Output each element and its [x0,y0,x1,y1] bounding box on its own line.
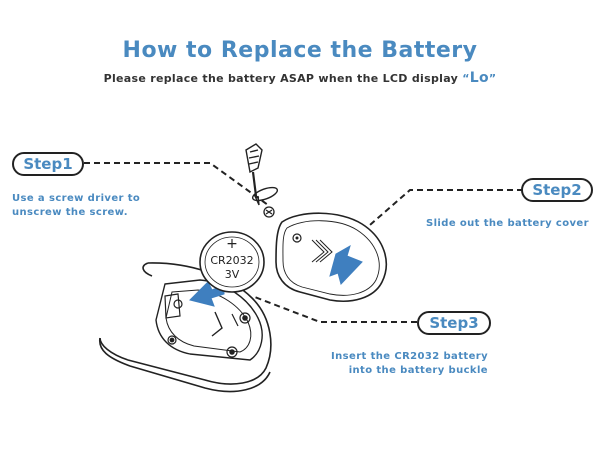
step2-text: Slide out the battery cover [426,217,589,231]
page-title: How to Replace the Battery [122,38,478,63]
battery-coin [199,231,265,293]
insert-arrow-icon [189,281,225,307]
step1-leader [84,162,269,206]
step1-text: Use a screw driver to unscrew the screw. [12,192,140,220]
step3-leader [251,295,417,323]
page-subtitle: Please replace the battery ASAP when the… [0,70,600,86]
step3-line-1: Insert the CR2032 battery [331,351,488,362]
step3-text: Insert the CR2032 battery into the batte… [300,350,488,378]
leader-lines [84,162,523,323]
subtitle-close-quote: ” [488,72,497,85]
step2-badge: Step2 [521,178,593,202]
step3-badge: Step3 [417,311,491,335]
slide-arrow-icon [329,244,363,285]
screwdriver-icon [245,143,279,206]
battery-voltage: 3V [224,268,240,281]
screw-icon [263,206,275,218]
battery-cover [275,212,387,302]
step2-line-1: Slide out the battery cover [426,218,589,229]
subtitle-text: Please replace the battery ASAP when the… [103,72,463,85]
battery-polarity: + [226,236,238,252]
step1-badge: Step1 [12,152,84,176]
step3-line-2: into the battery buckle [348,365,488,376]
step1-line-1: Use a screw driver to [12,193,141,204]
step2-leader [354,189,523,239]
battery-model: CR2032 [210,254,254,267]
subtitle-open-quote: “ [462,72,470,85]
lo-code: Lo [469,70,489,86]
step1-line-2: unscrew the screw. [12,207,128,218]
